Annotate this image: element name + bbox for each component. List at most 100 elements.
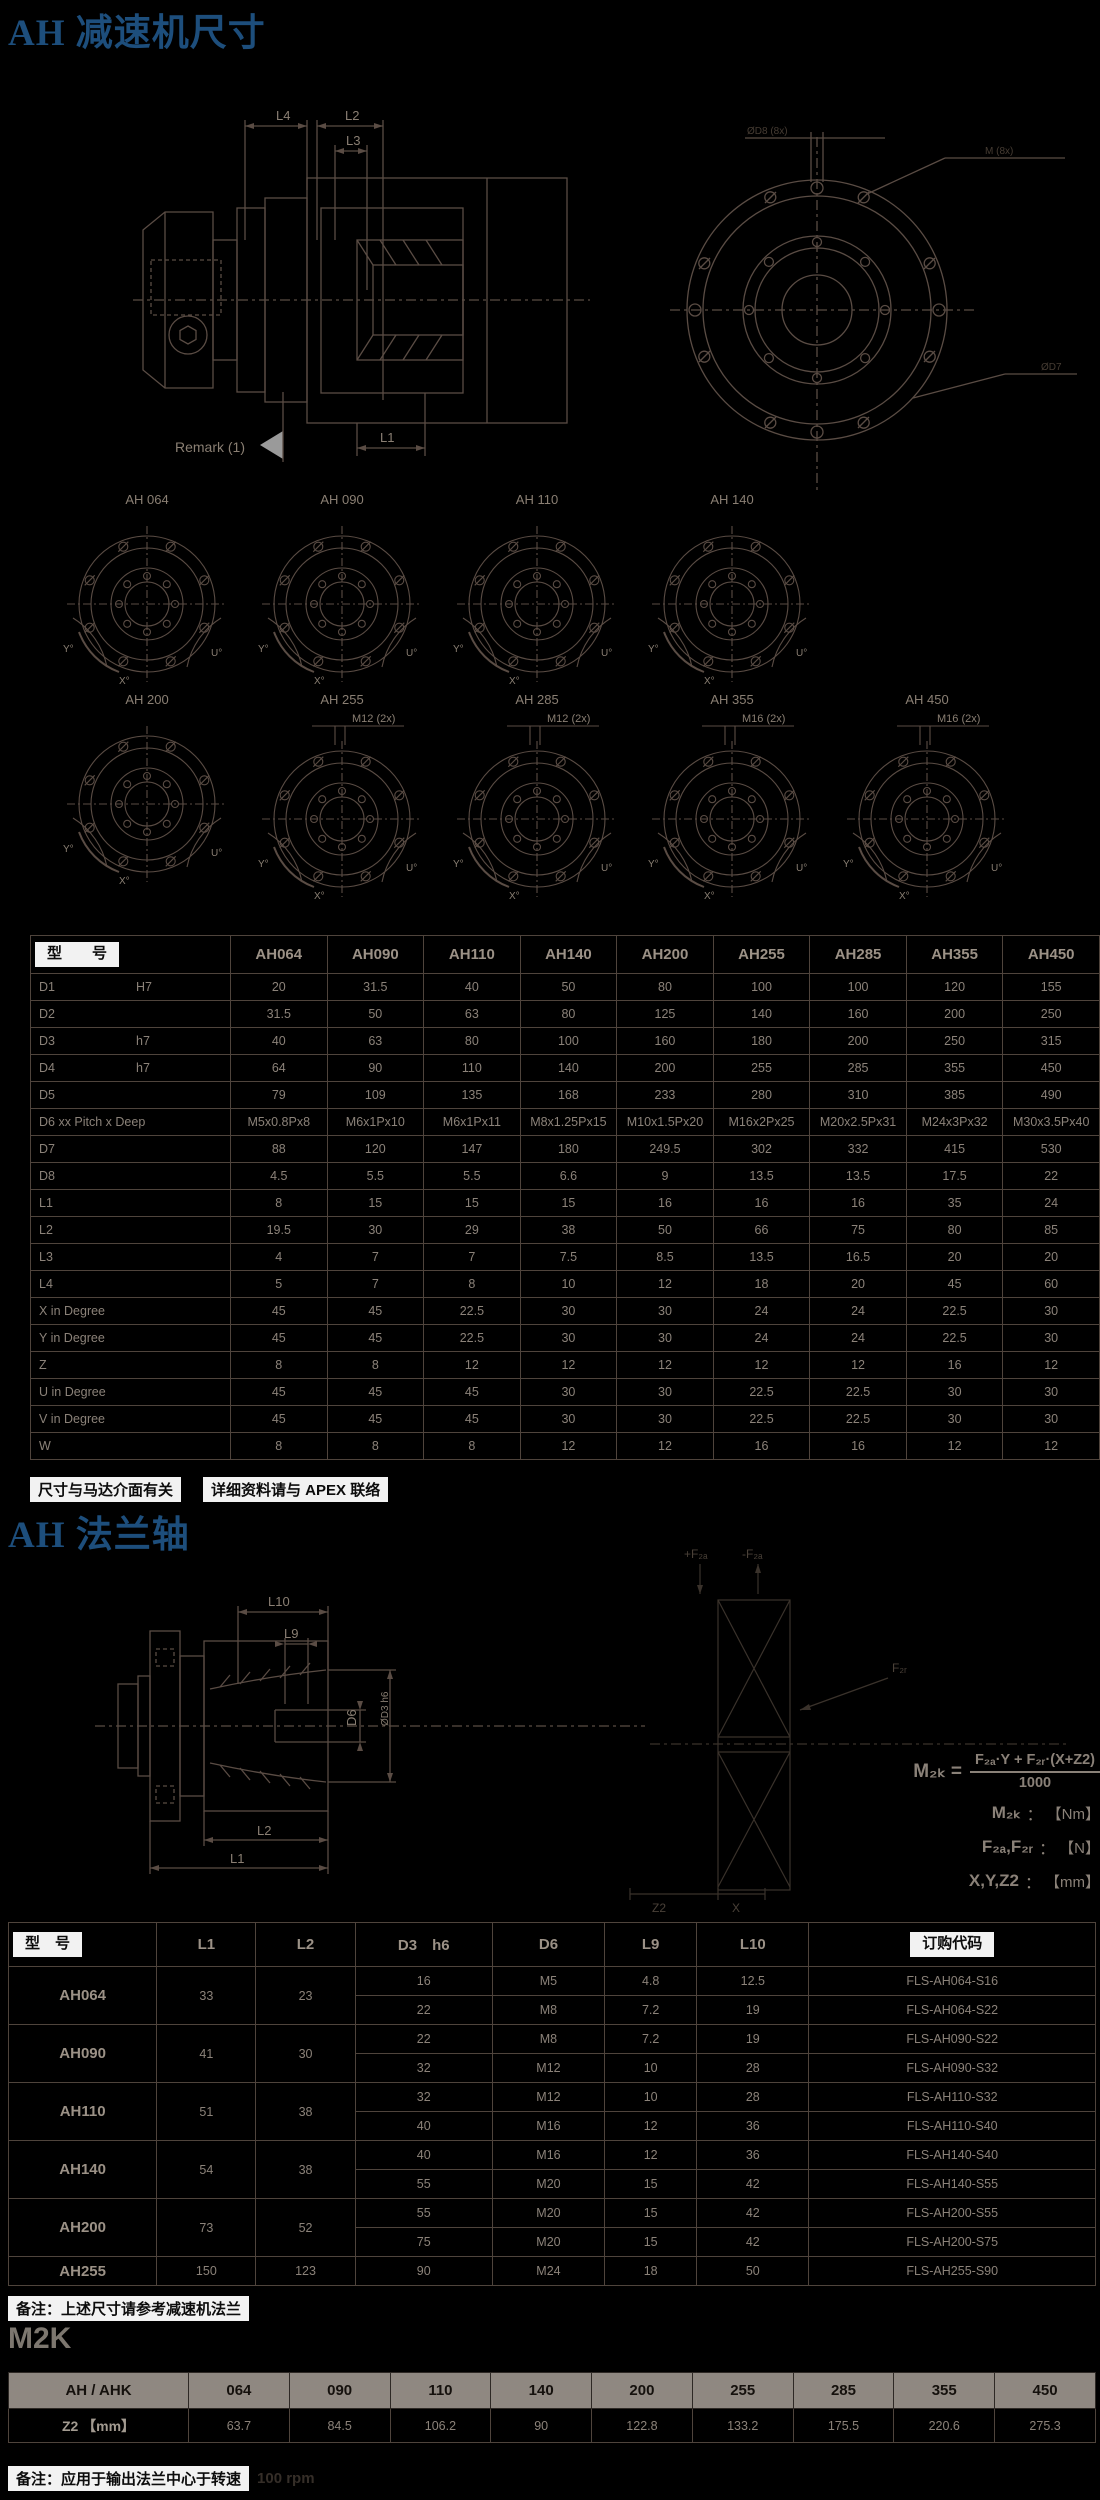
value-cell: 30 [255, 2024, 356, 2083]
model-label: AH 110 [515, 492, 559, 507]
value-cell: 8 [230, 1351, 328, 1379]
model-flange: AH 090 Y° X° U° [247, 492, 437, 691]
dim-label-l9: L9 [284, 1626, 298, 1641]
svg-text:M12 (2x): M12 (2x) [352, 713, 395, 725]
def-colon: ： [1024, 1875, 1041, 1892]
def-colon: ： [1026, 1807, 1043, 1824]
size-header: 285 [792, 2372, 895, 2409]
value-cell: 45 [326, 1297, 425, 1325]
remark-label: Remark (1) [175, 439, 245, 455]
model-series-header: AH / AHK [8, 2372, 189, 2409]
order-code-cell: FLS-AH140-S40 [808, 2140, 1096, 2170]
value-cell: 275.3 [994, 2408, 1096, 2443]
value-cell: 530 [1002, 1135, 1100, 1163]
value-cell: 45 [326, 1324, 425, 1352]
model-cell: AH064 [7, 1966, 158, 2025]
row-label: V in Degree [30, 1405, 231, 1433]
value-cell: 30 [519, 1297, 618, 1325]
value-cell: 45 [230, 1378, 328, 1406]
model-cell: AH200 [7, 2198, 158, 2257]
value-cell: 19.5 [230, 1216, 328, 1244]
value-cell: 7 [423, 1243, 521, 1271]
svg-text:M16 (2x): M16 (2x) [742, 713, 785, 725]
value-cell: 16 [809, 1432, 907, 1460]
model-cell: AH255 [7, 2256, 158, 2286]
value-cell: 28 [696, 2053, 810, 2083]
value-cell: 90 [354, 2256, 493, 2286]
value-cell: 10 [604, 2082, 698, 2112]
value-cell: 30 [905, 1405, 1004, 1433]
tolerance-label: H7 [136, 980, 152, 994]
model-flange: AH 450 M16 (2x) Y° X° U° [832, 692, 1022, 921]
svg-text:U°: U° [601, 648, 612, 659]
front-view-drawing: ØD8 (8x) M (8x) ØD7 [670, 126, 1077, 490]
formula-def: X,Y,Z2 ： 【mm】 [756, 1869, 1100, 1893]
dimension-name: L1 [39, 1196, 53, 1210]
value-cell: 135 [423, 1081, 521, 1109]
value-cell: 30 [519, 1405, 618, 1433]
model-flange: AH 200 Y° X° U° [52, 692, 242, 921]
value-cell: 79 [230, 1081, 328, 1109]
order-code-cell: FLS-AH064-S22 [808, 1995, 1096, 2025]
value-cell: 200 [809, 1027, 907, 1055]
flange-drawing: Y° X° U° [52, 509, 242, 691]
value-cell: 75 [354, 2227, 493, 2257]
flange-front-drawing: Y° X° U° [453, 526, 617, 687]
value-cell: M5 [491, 1966, 606, 1996]
value-cell: 175.5 [792, 2408, 895, 2443]
value-cell: 7 [326, 1243, 425, 1271]
value-cell: 250 [1002, 1000, 1100, 1028]
svg-text:Y°: Y° [258, 644, 269, 655]
value-cell: 7 [326, 1270, 425, 1298]
size-header: 090 [288, 2372, 391, 2409]
dim-label-l4: L4 [276, 108, 290, 123]
value-cell: 5 [230, 1270, 328, 1298]
value-cell: M16 [491, 2111, 606, 2141]
value-cell: 22.5 [905, 1297, 1004, 1325]
value-cell: 120 [905, 973, 1004, 1001]
value-cell: 6.6 [519, 1162, 618, 1190]
value-cell: 40 [230, 1027, 328, 1055]
flange-front-drawing: M16 (2x) Y° X° U° [648, 713, 812, 902]
model-corner-label: 型 号 [35, 942, 120, 967]
value-cell: 18 [604, 2256, 698, 2286]
dimension-name: U in Degree [39, 1385, 106, 1399]
size-header: 450 [994, 2372, 1096, 2409]
value-cell: 12 [519, 1351, 618, 1379]
value-cell: 30 [1002, 1297, 1100, 1325]
value-cell: 12 [905, 1432, 1004, 1460]
value-cell: 84.5 [288, 2408, 391, 2443]
column-header: AH110 [423, 935, 521, 974]
dimension-name: D3 [39, 1034, 55, 1048]
dim-label-l1: L1 [230, 1851, 244, 1866]
value-cell: M12 [491, 2053, 606, 2083]
value-cell: 31.5 [326, 973, 425, 1001]
value-cell: 33 [156, 1966, 257, 2025]
value-cell: 42 [696, 2227, 810, 2257]
value-cell: 22.5 [712, 1378, 811, 1406]
value-cell: M20 [491, 2227, 606, 2257]
model-label: AH 090 [320, 492, 364, 507]
value-cell: 80 [905, 1216, 1004, 1244]
dim-label-x: X [732, 1901, 740, 1915]
value-cell: 30 [1002, 1405, 1100, 1433]
svg-text:U°: U° [211, 648, 222, 659]
value-cell: 63 [326, 1027, 425, 1055]
section1-title: AH 减速机尺寸 [8, 13, 266, 54]
value-cell: 12 [712, 1351, 811, 1379]
value-cell: 80 [519, 1000, 618, 1028]
value-cell: 15 [519, 1189, 618, 1217]
value-cell: 30 [905, 1378, 1004, 1406]
